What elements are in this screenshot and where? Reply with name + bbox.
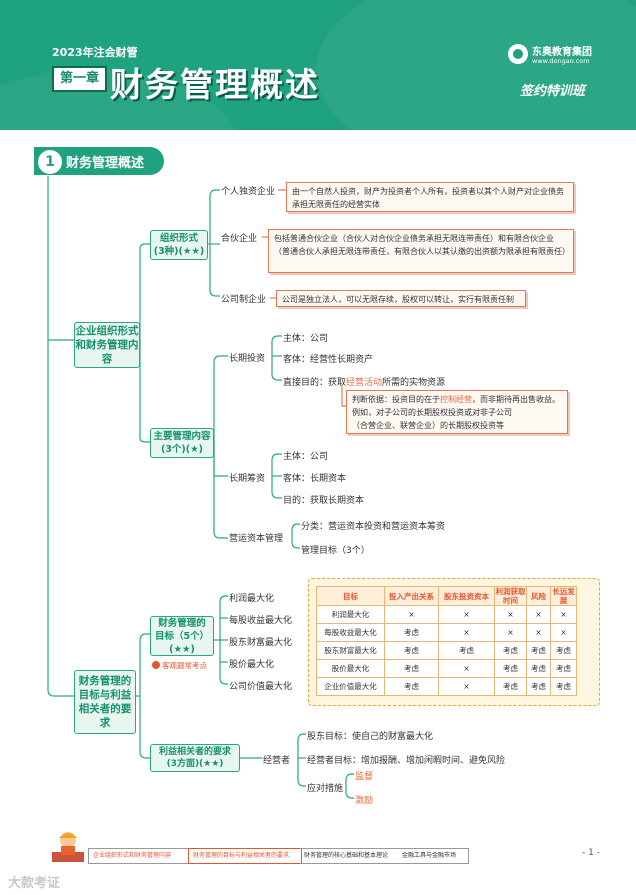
table-cell: 考虑	[551, 642, 577, 660]
table-cell: 考虑	[527, 642, 551, 660]
note-partner: 包括普通合伙企业（合伙人对合伙企业债务承担无限连带责任）和有限合伙企业（普通合伙…	[268, 229, 574, 273]
table-cell: 考虑	[439, 642, 495, 660]
table-cell: 考虑	[495, 678, 527, 696]
node-goals-stakeholders: 财务管理的目标与利益相关者的要求	[74, 670, 136, 734]
table-cell: 企业价值最大化	[317, 678, 385, 696]
goal-item: 利润最大化	[229, 591, 274, 604]
invest-purpose: 直接目的：获取经营活动所需的实物资源	[283, 375, 445, 388]
node-org-content: 企业组织形式和财务管理内容	[74, 322, 140, 368]
node-org-forms: 组织形式 (3种)(★★)	[150, 230, 208, 260]
table-cell: 考虑	[527, 678, 551, 696]
table-cell: ×	[495, 624, 527, 642]
nav-tab[interactable]: 企业组织形式和财务管理内容	[88, 848, 189, 864]
table-header: 利润获取时间	[495, 587, 527, 606]
table-header: 股东投资资本	[439, 587, 495, 606]
table-cell: 考虑	[551, 660, 577, 678]
note-sole: 由一个自然人投资，财产为投资者个人所有，投资者以其个人财产对企业债务承担无限责任…	[286, 182, 574, 212]
table-cell: 考虑	[527, 660, 551, 678]
table-cell: ×	[551, 606, 577, 624]
finance-object: 客体：长期资本	[283, 471, 346, 484]
page-number: - 1 -	[582, 848, 600, 858]
table-cell: 利润最大化	[317, 606, 385, 624]
exam-point-badge: 客观题常考点	[152, 660, 207, 671]
table-row: 每股收益最大化考虑××××	[317, 624, 577, 642]
table-cell: ×	[439, 624, 495, 642]
table-row: 股东财富最大化考虑考虑考虑考虑考虑	[317, 642, 577, 660]
table-cell: 考虑	[385, 678, 439, 696]
table-row: 企业价值最大化考虑×考虑考虑考虑	[317, 678, 577, 696]
invest-object: 客体：经营性长期资产	[283, 352, 373, 365]
table-cell: 考虑	[385, 660, 439, 678]
table-cell: ×	[527, 606, 551, 624]
table-cell: 考虑	[385, 624, 439, 642]
watermark: 大款考证	[8, 872, 60, 891]
goal-comparison-table: 目标 投入产出关系 股东投资资本 利润获取时间 风险 长远发展 利润最大化×××…	[316, 586, 577, 696]
table-header: 目标	[317, 587, 385, 606]
table-cell: 股价最大化	[317, 660, 385, 678]
measure-monitor: 监督	[355, 769, 373, 782]
goal-item: 股价最大化	[229, 657, 274, 670]
measures-node: 应对措施	[307, 781, 343, 794]
node-main-content: 主要管理内容 (3个)(★)	[150, 428, 214, 458]
note-company: 公司是独立法人，可以无限存续，股权可以转让，实行有限责任制	[276, 290, 526, 307]
star-icon	[152, 661, 160, 669]
manager-node: 经营者	[263, 753, 290, 766]
measure-incentive: 激励	[355, 793, 373, 806]
shareholder-goal: 股东目标：使自己的财富最大化	[307, 729, 433, 742]
goal-item: 每股收益最大化	[229, 613, 292, 626]
table-cell: 考虑	[495, 642, 527, 660]
long-invest: 长期投资	[229, 351, 265, 364]
chapter-nav-strip: 企业组织形式和财务管理内容 财务管理的目标与利益相关者的要求 财务管理的核心基础…	[88, 848, 468, 862]
table-cell: ×	[385, 606, 439, 624]
table-cell: ×	[439, 606, 495, 624]
note-invest-basis: 判断依据：投资目的在于控制经营，而非期待再出售收益。 例如，对子公司的长期股权投…	[346, 390, 568, 434]
long-finance: 长期筹资	[229, 471, 265, 484]
worker-mascot-icon	[50, 826, 86, 864]
goal-item: 公司价值最大化	[229, 679, 292, 692]
table-cell: ×	[439, 678, 495, 696]
table-cell: ×	[495, 606, 527, 624]
table-cell: 考虑	[385, 642, 439, 660]
finance-purpose: 目的：获取长期资本	[283, 493, 364, 506]
form-company: 公司制企业	[221, 292, 266, 305]
nav-tab-active[interactable]: 财务管理的目标与利益相关者的要求	[188, 848, 302, 864]
table-header: 长远发展	[551, 587, 577, 606]
section-title: 财务管理概述	[66, 152, 144, 171]
nav-tab[interactable]: 财务管理的核心基础和基本理论	[300, 848, 400, 864]
table-header: 投入产出关系	[385, 587, 439, 606]
goal-item: 股东财富最大化	[229, 635, 292, 648]
table-cell: 考虑	[495, 660, 527, 678]
working-category: 分类：营运资本投资和营运资本筹资	[301, 519, 445, 532]
table-cell: ×	[439, 660, 495, 678]
invest-subject: 主体：公司	[283, 331, 328, 344]
table-cell: 股东财富最大化	[317, 642, 385, 660]
node-stakeholders: 利益相关者的要求 (3方面)(★★)	[150, 744, 240, 772]
finance-subject: 主体：公司	[283, 449, 328, 462]
table-row: 利润最大化×××××	[317, 606, 577, 624]
table-cell: ×	[527, 624, 551, 642]
form-sole: 个人独资企业	[221, 184, 275, 197]
manager-goal: 经营者目标：增加报酬、增加闲暇时间、避免风险	[307, 753, 505, 766]
working-capital: 营运资本管理	[229, 531, 283, 544]
table-cell: ×	[551, 624, 577, 642]
table-cell: 每股收益最大化	[317, 624, 385, 642]
working-goal: 管理目标（3个）	[301, 543, 370, 556]
table-header: 风险	[527, 587, 551, 606]
table-cell: 考虑	[551, 678, 577, 696]
section-number: 1	[37, 149, 63, 175]
node-fin-goals: 财务管理的 目标（5个） (★★)	[150, 616, 214, 656]
form-partner: 合伙企业	[221, 231, 257, 244]
table-row: 股价最大化考虑×考虑考虑考虑	[317, 660, 577, 678]
table-header-row: 目标 投入产出关系 股东投资资本 利润获取时间 风险 长远发展	[317, 587, 577, 606]
nav-tab[interactable]: 金融工具与金融市场	[398, 848, 469, 864]
